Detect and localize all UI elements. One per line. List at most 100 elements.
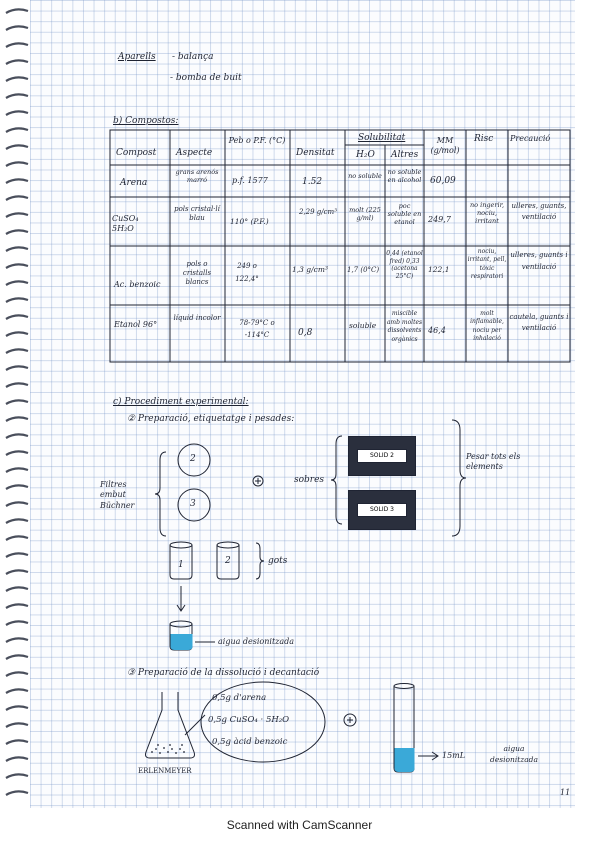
spiral-ring [5, 314, 29, 320]
th-precaucio: Precaució [510, 134, 551, 143]
r3-altres: 0,44 (etanol fred) 0,33 (acetona 25°C) [386, 250, 423, 280]
r2-compost: CuSO₄ 5H₂O [112, 214, 139, 233]
spiral-ring [5, 773, 29, 779]
r1-mm: 60,09 [430, 176, 456, 186]
solid-envelope-3: SOLID 3 [348, 490, 416, 530]
mix-item-3: 0,5g àcid benzoic [212, 737, 288, 747]
r4-risc: molt inflamable, nociu per inhalació [470, 310, 504, 343]
r3-mm: 122,1 [428, 265, 450, 274]
volume-label: 15mL [442, 751, 466, 760]
spiral-ring [5, 110, 29, 116]
spiral-ring [5, 8, 29, 14]
spiral-ring [5, 705, 29, 711]
r4-mm: 46,4 [428, 326, 446, 335]
spiral-ring [5, 246, 29, 252]
step2-heading: ② Preparació, etiquetatge i pesades: [127, 414, 295, 424]
circle-label-2: 2 [190, 454, 196, 464]
aparells-item-2: - bomba de buit [170, 73, 242, 83]
th-solubilitat: Solubilitat [358, 133, 406, 143]
r4-compost: Etanol 96° [114, 320, 158, 329]
solid-label-2: SOLID 2 [357, 449, 407, 463]
spiral-ring [5, 212, 29, 218]
spiral-ring [5, 161, 29, 167]
mix-item-2: 0,5g CuSO₄ · 5H₂O [208, 715, 290, 725]
spiral-ring [5, 127, 29, 133]
beaker-label-2: 2 [225, 556, 231, 566]
camscanner-footer: Scanned with CamScanner [226, 818, 373, 832]
spiral-ring [5, 195, 29, 201]
spiral-ring [5, 93, 29, 99]
spiral-ring [5, 637, 29, 643]
spiral-ring [5, 348, 29, 354]
spiral-ring [5, 365, 29, 371]
spiral-ring [5, 331, 29, 337]
r2-h2o: molt (225 g/ml) [349, 206, 381, 223]
beaker-label-1: 1 [178, 560, 184, 570]
cylinder-water-label: aigua desionitzada [490, 744, 538, 764]
r4-altres: miscible amb moltes dissolvents orgànics [386, 310, 423, 344]
solid-label-3: SOLID 3 [357, 503, 407, 517]
r3-risc: nociu, irritant, pell, tòxic respiratori [467, 248, 507, 281]
spiral-ring [5, 586, 29, 592]
th-densitat: Densitat [296, 148, 335, 158]
r2-mm: 249,7 [428, 215, 451, 224]
spiral-ring [5, 297, 29, 303]
spiral-ring [5, 501, 29, 507]
spiral-ring [5, 552, 29, 558]
spiral-ring [5, 756, 29, 762]
r1-compost: Arena [120, 178, 148, 188]
spiral-ring [5, 688, 29, 694]
r3-aspecte: pols o cristalls blancs [182, 260, 212, 286]
spiral-ring [5, 467, 29, 473]
spiral-ring [5, 178, 29, 184]
r2-peb: 110° (P.F.) [230, 217, 269, 226]
spiral-ring [5, 620, 29, 626]
spiral-ring [5, 416, 29, 422]
r2-densitat: 2,29 g/cm³ [298, 208, 337, 216]
th-compost: Compost [116, 148, 157, 158]
r4-peb: 78-79°C o -114°C [239, 319, 275, 339]
spiral-ring [5, 569, 29, 575]
r2-precaucio: ulleres, guants, ventilació [511, 202, 567, 221]
circle-label-3: 3 [190, 499, 196, 509]
r3-densitat: 1,3 g/cm³ [292, 265, 328, 274]
spiral-ring [5, 535, 29, 541]
r2-aspecte: pols cristal·lí blau [174, 205, 220, 222]
aparells-label: Aparells [118, 52, 156, 62]
r1-altres: no soluble en alcohol [387, 168, 422, 185]
r4-h2o: soluble [349, 321, 377, 330]
th-altres: Altres [391, 150, 419, 160]
solid-envelope-2: SOLID 2 [348, 436, 416, 476]
r4-aspecte: líquid incolor [173, 314, 221, 322]
step3-heading: ③ Preparació de la dissolució i decantac… [127, 668, 320, 678]
spiral-ring [5, 76, 29, 82]
aparells-item-1: - balança [172, 52, 214, 62]
spiral-ring [5, 280, 29, 286]
th-risc: Risc [474, 134, 494, 144]
th-mm: MM (g/mol) [430, 136, 460, 155]
spiral-ring [5, 790, 29, 796]
r1-densitat: 1.52 [302, 177, 323, 187]
section-b-heading: b) Compostos: [113, 116, 179, 126]
water-label: aigua desionitzada [218, 637, 295, 646]
r1-h2o: no soluble [348, 172, 382, 180]
spiral-ring [5, 229, 29, 235]
r2-risc: no ingerir, nociu, irritant [469, 201, 505, 226]
spiral-ring [5, 42, 29, 48]
th-h2o: H₂O [356, 150, 375, 160]
spiral-ring [5, 484, 29, 490]
spiral-ring [5, 433, 29, 439]
spiral-ring [5, 654, 29, 660]
r3-precaucio: ulleres, guants i ventilació [510, 251, 568, 271]
r3-h2o: 1,7 (0°C) [347, 266, 380, 274]
section-c-heading: c) Procediment experimental: [113, 397, 249, 407]
sobres-label: sobres [294, 475, 325, 485]
notebook-paper [30, 0, 575, 808]
spiral-ring [5, 603, 29, 609]
spiral-ring [5, 671, 29, 677]
r4-densitat: 0,8 [298, 328, 313, 338]
filters-label: Filtres embut Büchner [100, 480, 135, 510]
